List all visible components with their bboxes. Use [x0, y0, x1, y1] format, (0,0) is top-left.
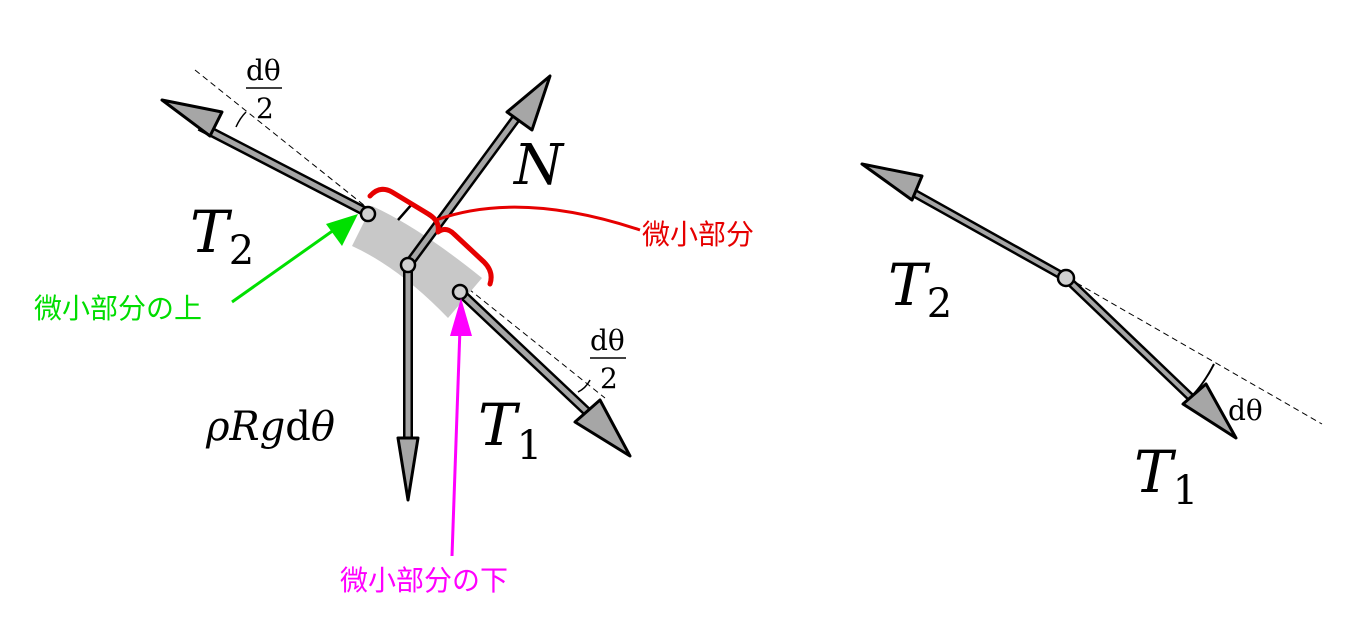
- point-top: [359, 205, 377, 223]
- right-T1-arrow: [1062, 274, 1238, 440]
- annotation-small-part-bottom: 微小部分の下: [340, 564, 508, 597]
- label-T2: T2: [190, 198, 254, 274]
- point-bottom: [451, 283, 469, 301]
- small-part-pointer: [435, 205, 641, 232]
- right-T2-arrow: [860, 162, 1069, 282]
- annotation-small-part: 微小部分: [642, 218, 754, 251]
- right-angle-label: dθ: [1228, 394, 1263, 427]
- label-N: N: [512, 133, 565, 198]
- angle-arc-top: [235, 111, 247, 128]
- small-part-brace: [367, 186, 494, 287]
- small-part-bottom-pointer: [450, 327, 462, 557]
- left-diagram: T2 T1 N ρRgdθ dθ 2 dθ 2 微小部分 微小部分の上 微小部分…: [34, 54, 754, 597]
- right-point: [1056, 268, 1076, 288]
- right-label-T1: T1: [1134, 438, 1198, 514]
- svg-text:dθ: dθ: [590, 324, 625, 357]
- label-T1: T1: [478, 391, 542, 469]
- right-angle-arc: [1189, 363, 1215, 399]
- point-center: [399, 256, 417, 274]
- T2-arrow: [160, 98, 371, 218]
- small-segment-band: [352, 206, 482, 318]
- weight-arrow: [396, 268, 420, 502]
- angle-label-bottom: dθ 2: [590, 324, 626, 395]
- annotation-small-part-top: 微小部分の上: [34, 292, 202, 325]
- small-part-top-pointer: [231, 218, 349, 304]
- N-arrow: [403, 74, 552, 268]
- right-label-T2: T2: [888, 251, 952, 327]
- svg-text:dθ: dθ: [246, 54, 281, 87]
- svg-text:2: 2: [600, 362, 618, 395]
- label-weight: ρRgdθ: [205, 404, 335, 450]
- svg-text:2: 2: [256, 92, 274, 125]
- angle-arc-bottom: [577, 379, 591, 393]
- right-tangent-dashed-line: [1067, 277, 1323, 425]
- T1-arrow: [456, 288, 632, 458]
- right-diagram: T2 T1 dθ: [860, 162, 1323, 514]
- angle-label-top: dθ 2: [246, 54, 282, 125]
